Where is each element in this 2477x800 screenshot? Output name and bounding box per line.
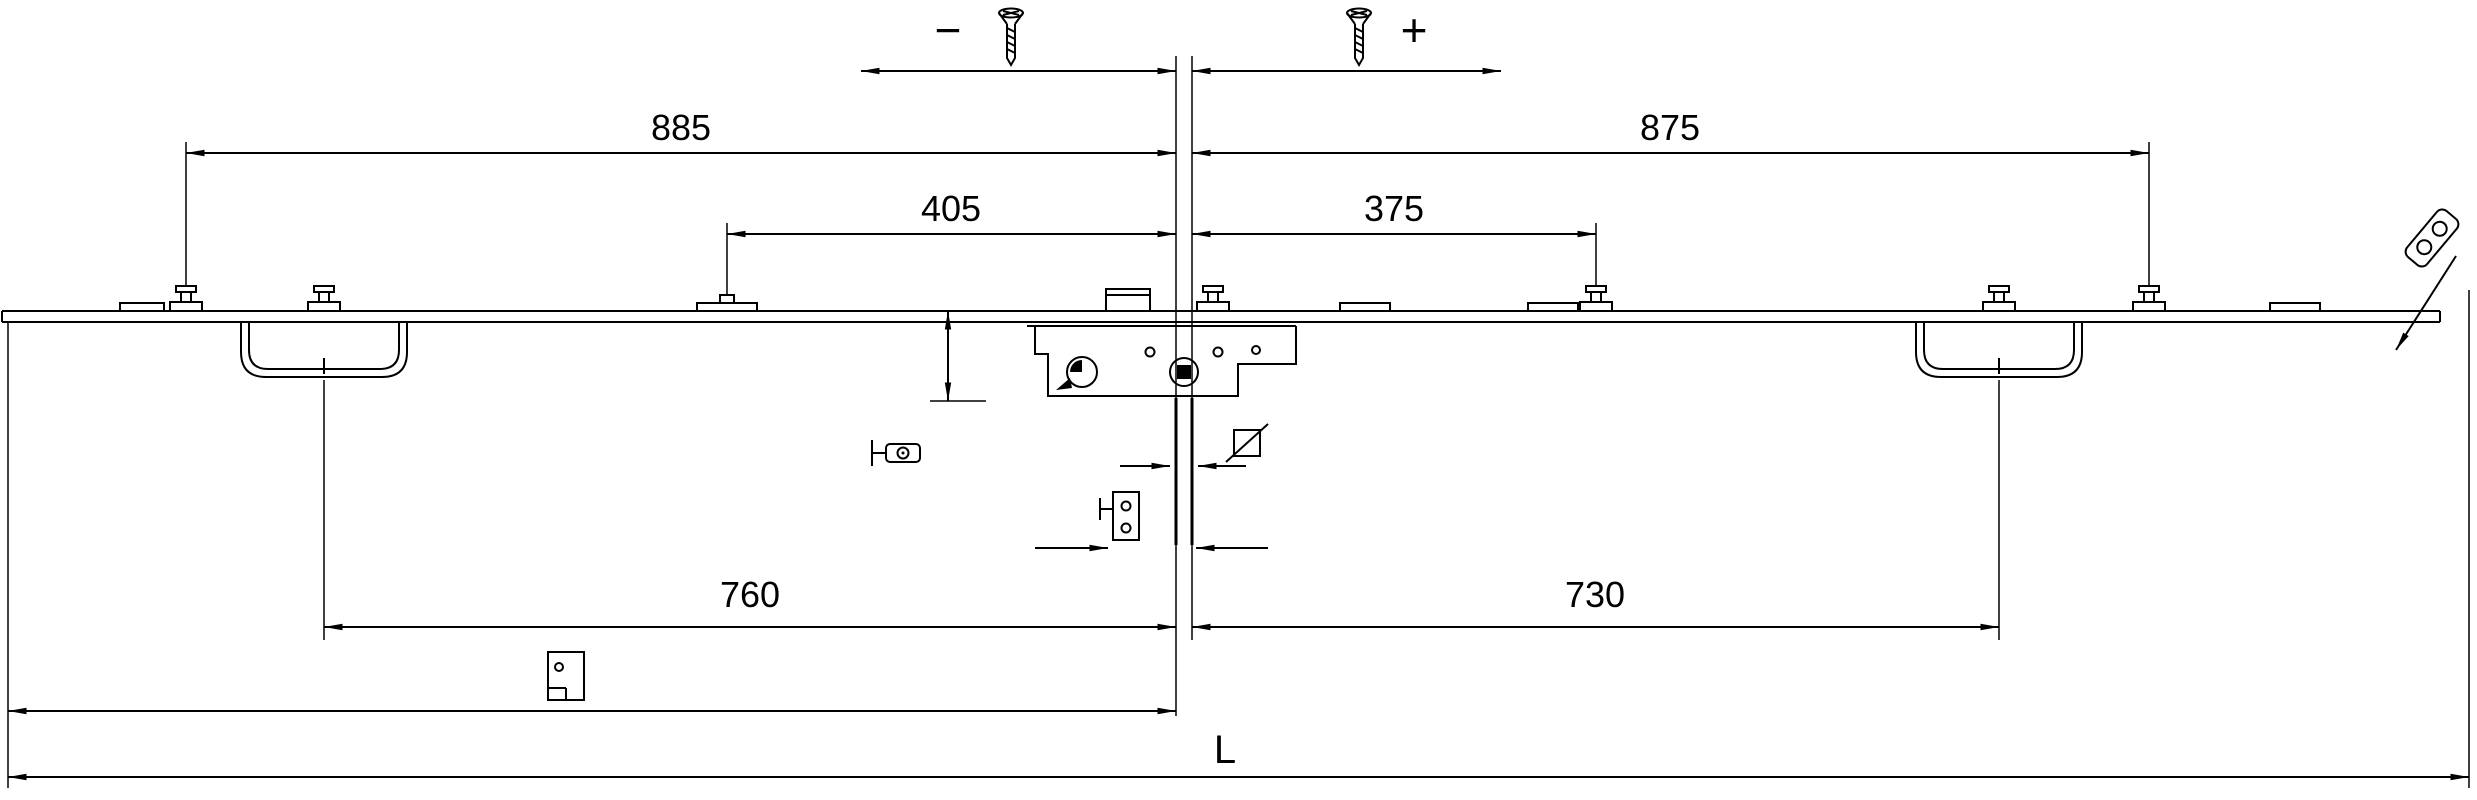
dim-885-label: 885 bbox=[651, 107, 711, 148]
minus-label: − bbox=[935, 4, 962, 56]
gearbox bbox=[1027, 288, 1297, 545]
rail-slider-pad bbox=[2269, 302, 2321, 312]
dim-405-label: 405 bbox=[921, 188, 981, 229]
mushroom-cam-icon bbox=[1982, 285, 2016, 312]
striker-plate-icon bbox=[547, 651, 585, 701]
dim-730-label: 730 bbox=[1565, 574, 1625, 615]
mushroom-cam-icon bbox=[169, 285, 203, 312]
rail-slider-pad bbox=[1339, 302, 1391, 312]
locking-cams bbox=[169, 285, 2166, 312]
dim-875-label: 875 bbox=[1640, 107, 1700, 148]
latch-keeper-icon bbox=[1099, 491, 1140, 541]
adjustment-screw-minus-icon bbox=[998, 7, 1024, 66]
screw-hole-icon bbox=[1251, 345, 1261, 355]
dimensions: 885 875 405 375 760 730 L bbox=[8, 107, 2469, 781]
mushroom-cam-icon bbox=[2132, 285, 2166, 312]
rail-slider-pad bbox=[1527, 302, 1579, 312]
rail-slider-pin bbox=[719, 294, 735, 304]
cylinder-hole-icon bbox=[1056, 356, 1098, 390]
rail-slider-pad bbox=[696, 302, 758, 312]
adjustment-screw-plus-icon bbox=[1346, 7, 1372, 66]
end-roller-assembly bbox=[2395, 208, 2460, 351]
screw-hole-icon bbox=[1212, 346, 1224, 358]
adjustment-screws: − + bbox=[861, 4, 1501, 75]
plus-label: + bbox=[1401, 4, 1428, 56]
handle-icon bbox=[871, 440, 921, 466]
roller-carriage-icon bbox=[2404, 208, 2460, 268]
dim-overall-label: L bbox=[1214, 728, 1236, 772]
latch-icon bbox=[1105, 288, 1151, 312]
rail-slider-pad bbox=[119, 302, 165, 312]
mushroom-cam-icon bbox=[1579, 285, 1613, 312]
handle-follower-icon bbox=[1169, 357, 1199, 387]
mushroom-cam-icon bbox=[1196, 285, 1230, 312]
screw-hole-icon bbox=[1144, 346, 1156, 358]
dim-760-label: 760 bbox=[720, 574, 780, 615]
keep-cup-right bbox=[1915, 321, 2083, 378]
keep-cup-left bbox=[240, 321, 408, 378]
witness-lines bbox=[7, 56, 2470, 788]
square-spindle-icon bbox=[1225, 423, 1269, 463]
mushroom-cam-icon bbox=[307, 285, 341, 312]
dim-375-label: 375 bbox=[1364, 188, 1424, 229]
